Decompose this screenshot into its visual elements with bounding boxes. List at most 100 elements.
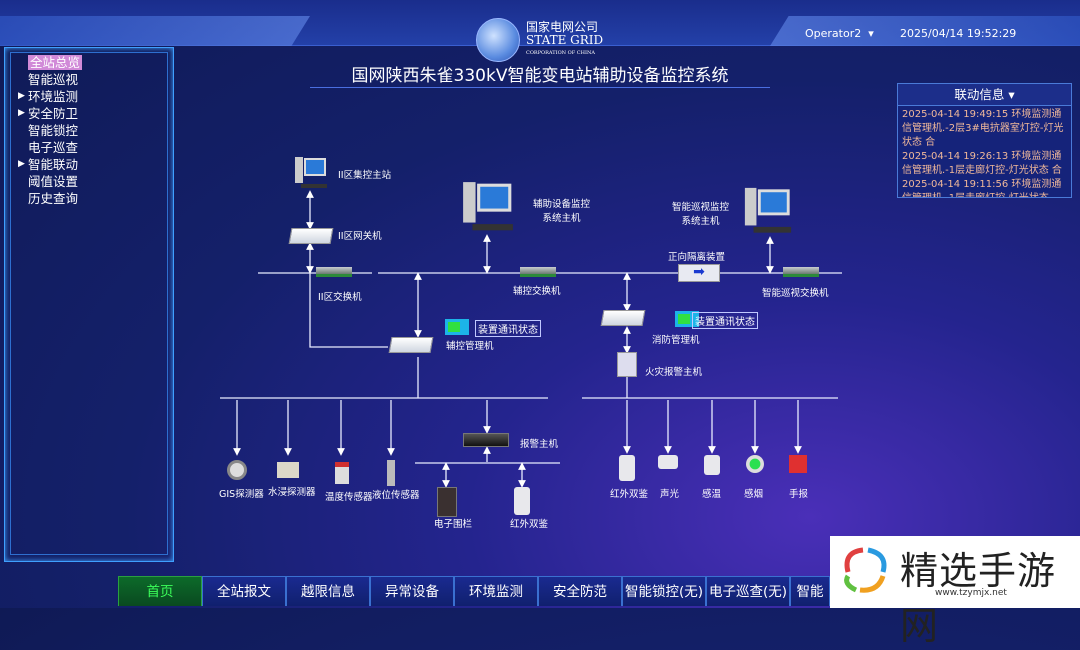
menu-item[interactable]: ▶安全防卫 — [18, 105, 82, 122]
patrol-switch[interactable] — [783, 267, 819, 277]
sound-light-alarm-icon[interactable] — [658, 455, 678, 469]
alarm-host-label: 报警主机 — [520, 439, 559, 450]
electric-fence-icon[interactable] — [437, 487, 457, 517]
water-detector-icon[interactable] — [277, 462, 299, 478]
smoke-detector-icon[interactable] — [746, 455, 764, 473]
tab[interactable]: 智能锁控(无) — [622, 576, 706, 606]
fire-alarm-host-device[interactable] — [617, 352, 637, 377]
isolator-device[interactable]: ➡ — [678, 264, 720, 282]
header-left-decoration — [0, 16, 310, 46]
aux-switch-label: 辅控交换机 — [513, 286, 561, 297]
sensor-label: 液位传感器 — [372, 490, 420, 501]
comm-status-link[interactable]: 装置通讯状态 — [692, 312, 758, 329]
sensor-label: 声光 — [660, 489, 680, 500]
tab[interactable]: 异常设备 — [370, 576, 454, 606]
fire-alarm-host-label: 火灾报警主机 — [645, 367, 703, 378]
comm-status-icon[interactable] — [675, 311, 699, 327]
log-entry: 2025-04-14 19:26:13 环境监测通信管理机.-1层走廊灯控-灯光… — [902, 151, 1062, 176]
watermark-url: www.tzymjx.net — [935, 588, 1007, 598]
menu-item-label: 全站总览 — [28, 55, 83, 70]
tab[interactable]: 智能 — [790, 576, 830, 606]
aux-switch[interactable] — [520, 267, 556, 277]
arrow-right-icon: ➡ — [693, 264, 705, 280]
sensor-label: 感温 — [702, 489, 722, 500]
menu-item-label: 阈值设置 — [28, 174, 79, 189]
caret-right-icon: ▶ — [18, 108, 25, 118]
watermark-logo-icon — [844, 547, 887, 593]
patrol-switch-label: 智能巡视交换机 — [762, 288, 829, 299]
company-en: STATE GRID — [526, 32, 604, 47]
header-right-decoration — [770, 16, 1080, 46]
computer-icon[interactable] — [460, 178, 516, 236]
left-panel-inner — [10, 52, 168, 555]
globe-icon — [476, 18, 520, 62]
menu-item[interactable]: 历史查询 — [18, 190, 82, 207]
menu-item[interactable]: ▶环境监测 — [18, 88, 82, 105]
manual-alarm-icon[interactable] — [789, 455, 807, 473]
menu-item[interactable]: 阈值设置 — [18, 173, 82, 190]
title-band — [310, 58, 770, 88]
menu-item-label: 历史查询 — [28, 191, 79, 206]
tab[interactable]: 全站报文 — [202, 576, 286, 606]
comm-status-link[interactable]: 装置通讯状态 — [475, 320, 541, 337]
tab[interactable]: 首页 — [118, 576, 202, 606]
linkage-log[interactable]: 2025-04-14 19:49:15 环境监测通信管理机.-2层3#电抗器室灯… — [898, 106, 1071, 197]
tab[interactable]: 电子巡查(无) — [706, 576, 790, 606]
gis-detector-icon[interactable] — [227, 460, 247, 480]
nav-menu: 全站总览智能巡视▶环境监测▶安全防卫智能锁控电子巡查▶智能联动阈值设置历史查询 — [18, 54, 83, 207]
alarm-host-device[interactable] — [463, 433, 509, 447]
menu-item-label: 安全防卫 — [28, 106, 79, 121]
fence-label: 电子围栏 — [434, 519, 473, 530]
zone2-switch-label: II区交换机 — [318, 292, 362, 303]
comm-status-icon[interactable] — [445, 319, 469, 335]
tab[interactable]: 环境监测 — [454, 576, 538, 606]
sensor-label: 感烟 — [744, 489, 764, 500]
menu-item-label: 智能联动 — [28, 157, 79, 172]
zone2-master-label: II区集控主站 — [338, 170, 392, 181]
log-entry: 2025-04-14 19:11:56 环境监测通信管理机.-1层走廊灯控-灯光… — [902, 179, 1062, 197]
menu-item[interactable]: ▶智能联动 — [18, 156, 82, 173]
linkage-title: 联动信息 — [954, 87, 1005, 102]
company-cn: 国家电网公司 — [526, 19, 599, 34]
temperature-sensor-icon[interactable] — [335, 462, 349, 484]
sensor-label: 温度传感器 — [325, 492, 373, 503]
sensor-label: 水浸探测器 — [268, 487, 316, 498]
log-entry: 2025-04-14 19:49:15 环境监测通信管理机.-2层3#电抗器室灯… — [902, 109, 1064, 148]
chevron-down-icon: ▾ — [1008, 87, 1015, 102]
company-sub: CORPORATION OF CHINA — [526, 49, 595, 56]
zone2-gateway-server[interactable] — [288, 228, 334, 244]
zone2-gateway-label: II区网关机 — [338, 231, 382, 242]
watermark — [830, 536, 1080, 608]
operator-dropdown[interactable]: Operator2 ▾ — [805, 27, 874, 40]
computer-icon[interactable] — [742, 183, 794, 239]
network-lines — [220, 190, 842, 488]
caret-right-icon: ▶ — [18, 159, 25, 169]
chevron-down-icon: ▾ — [864, 27, 874, 40]
infrared-detector-icon[interactable] — [514, 487, 530, 515]
aux-manager-server[interactable] — [388, 337, 434, 353]
level-sensor-icon[interactable] — [387, 460, 395, 486]
fire-manager-server[interactable] — [600, 310, 646, 326]
datetime: 2025/04/14 19:52:29 — [900, 27, 1017, 40]
menu-item[interactable]: 电子巡查 — [18, 139, 82, 156]
tab[interactable]: 越限信息 — [286, 576, 370, 606]
sensor-label: 手报 — [789, 489, 809, 500]
sensor-label: 红外双鉴 — [610, 489, 649, 500]
heat-detector-icon[interactable] — [704, 455, 720, 475]
linkage-header[interactable]: 联动信息 ▾ — [898, 84, 1071, 106]
menu-item[interactable]: 智能巡视 — [18, 71, 82, 88]
tab[interactable]: 安全防范 — [538, 576, 622, 606]
sensor-label: GIS探测器 — [219, 489, 264, 500]
ir-label: 红外双鉴 — [510, 519, 549, 530]
menu-item[interactable]: 全站总览 — [18, 54, 83, 71]
linkage-panel: 联动信息 ▾ 2025-04-14 19:49:15 环境监测通信管理机.-2层… — [897, 83, 1072, 198]
menu-item[interactable]: 智能锁控 — [18, 122, 82, 139]
computer-icon[interactable] — [293, 155, 329, 191]
menu-item-label: 智能锁控 — [28, 123, 79, 138]
patrol-host-label: 智能巡视监控系统主机 — [672, 202, 730, 227]
infrared-detector-icon[interactable] — [619, 455, 635, 481]
zone2-switch[interactable] — [316, 267, 352, 277]
page-title: 国网陕西朱雀330kV智能变电站辅助设备监控系统 — [351, 66, 729, 86]
aux-host-label: 辅助设备监控系统主机 — [533, 199, 591, 224]
